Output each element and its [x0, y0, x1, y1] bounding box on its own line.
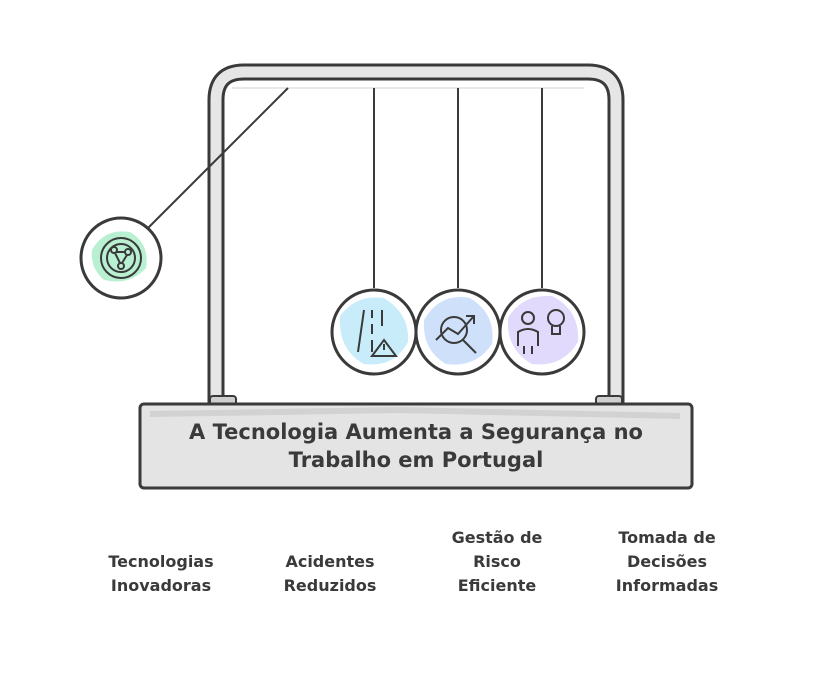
cradle-base — [138, 402, 694, 490]
ball-acidentes — [330, 288, 418, 376]
ball-tomada-decisoes — [498, 288, 586, 376]
string-ball-1 — [147, 87, 289, 229]
label-tomada-decisoes: Tomada de Decisões Informadas — [615, 528, 719, 595]
label-acidentes: Acidentes Reduzidos — [283, 552, 377, 595]
ball-tecnologias — [79, 216, 163, 300]
title-line-1: A Tecnologia Aumenta a Segurança no — [189, 420, 643, 444]
label-gestao-risco: Gestão de Risco Eficiente — [451, 528, 543, 595]
person-lightbulb-icon — [517, 309, 565, 354]
title-line-2: Trabalho em Portugal — [288, 448, 544, 472]
diagram-title: A Tecnologia Aumenta a Segurança no Trab… — [140, 404, 692, 488]
road-warning-icon — [357, 309, 398, 357]
gear-network-icon — [100, 237, 142, 279]
trend-magnifier-icon — [435, 315, 477, 354]
pendulum-strings — [147, 87, 543, 288]
label-tecnologias: Tecnologias Inovadoras — [108, 552, 214, 595]
ball-gestao-risco — [414, 288, 502, 376]
